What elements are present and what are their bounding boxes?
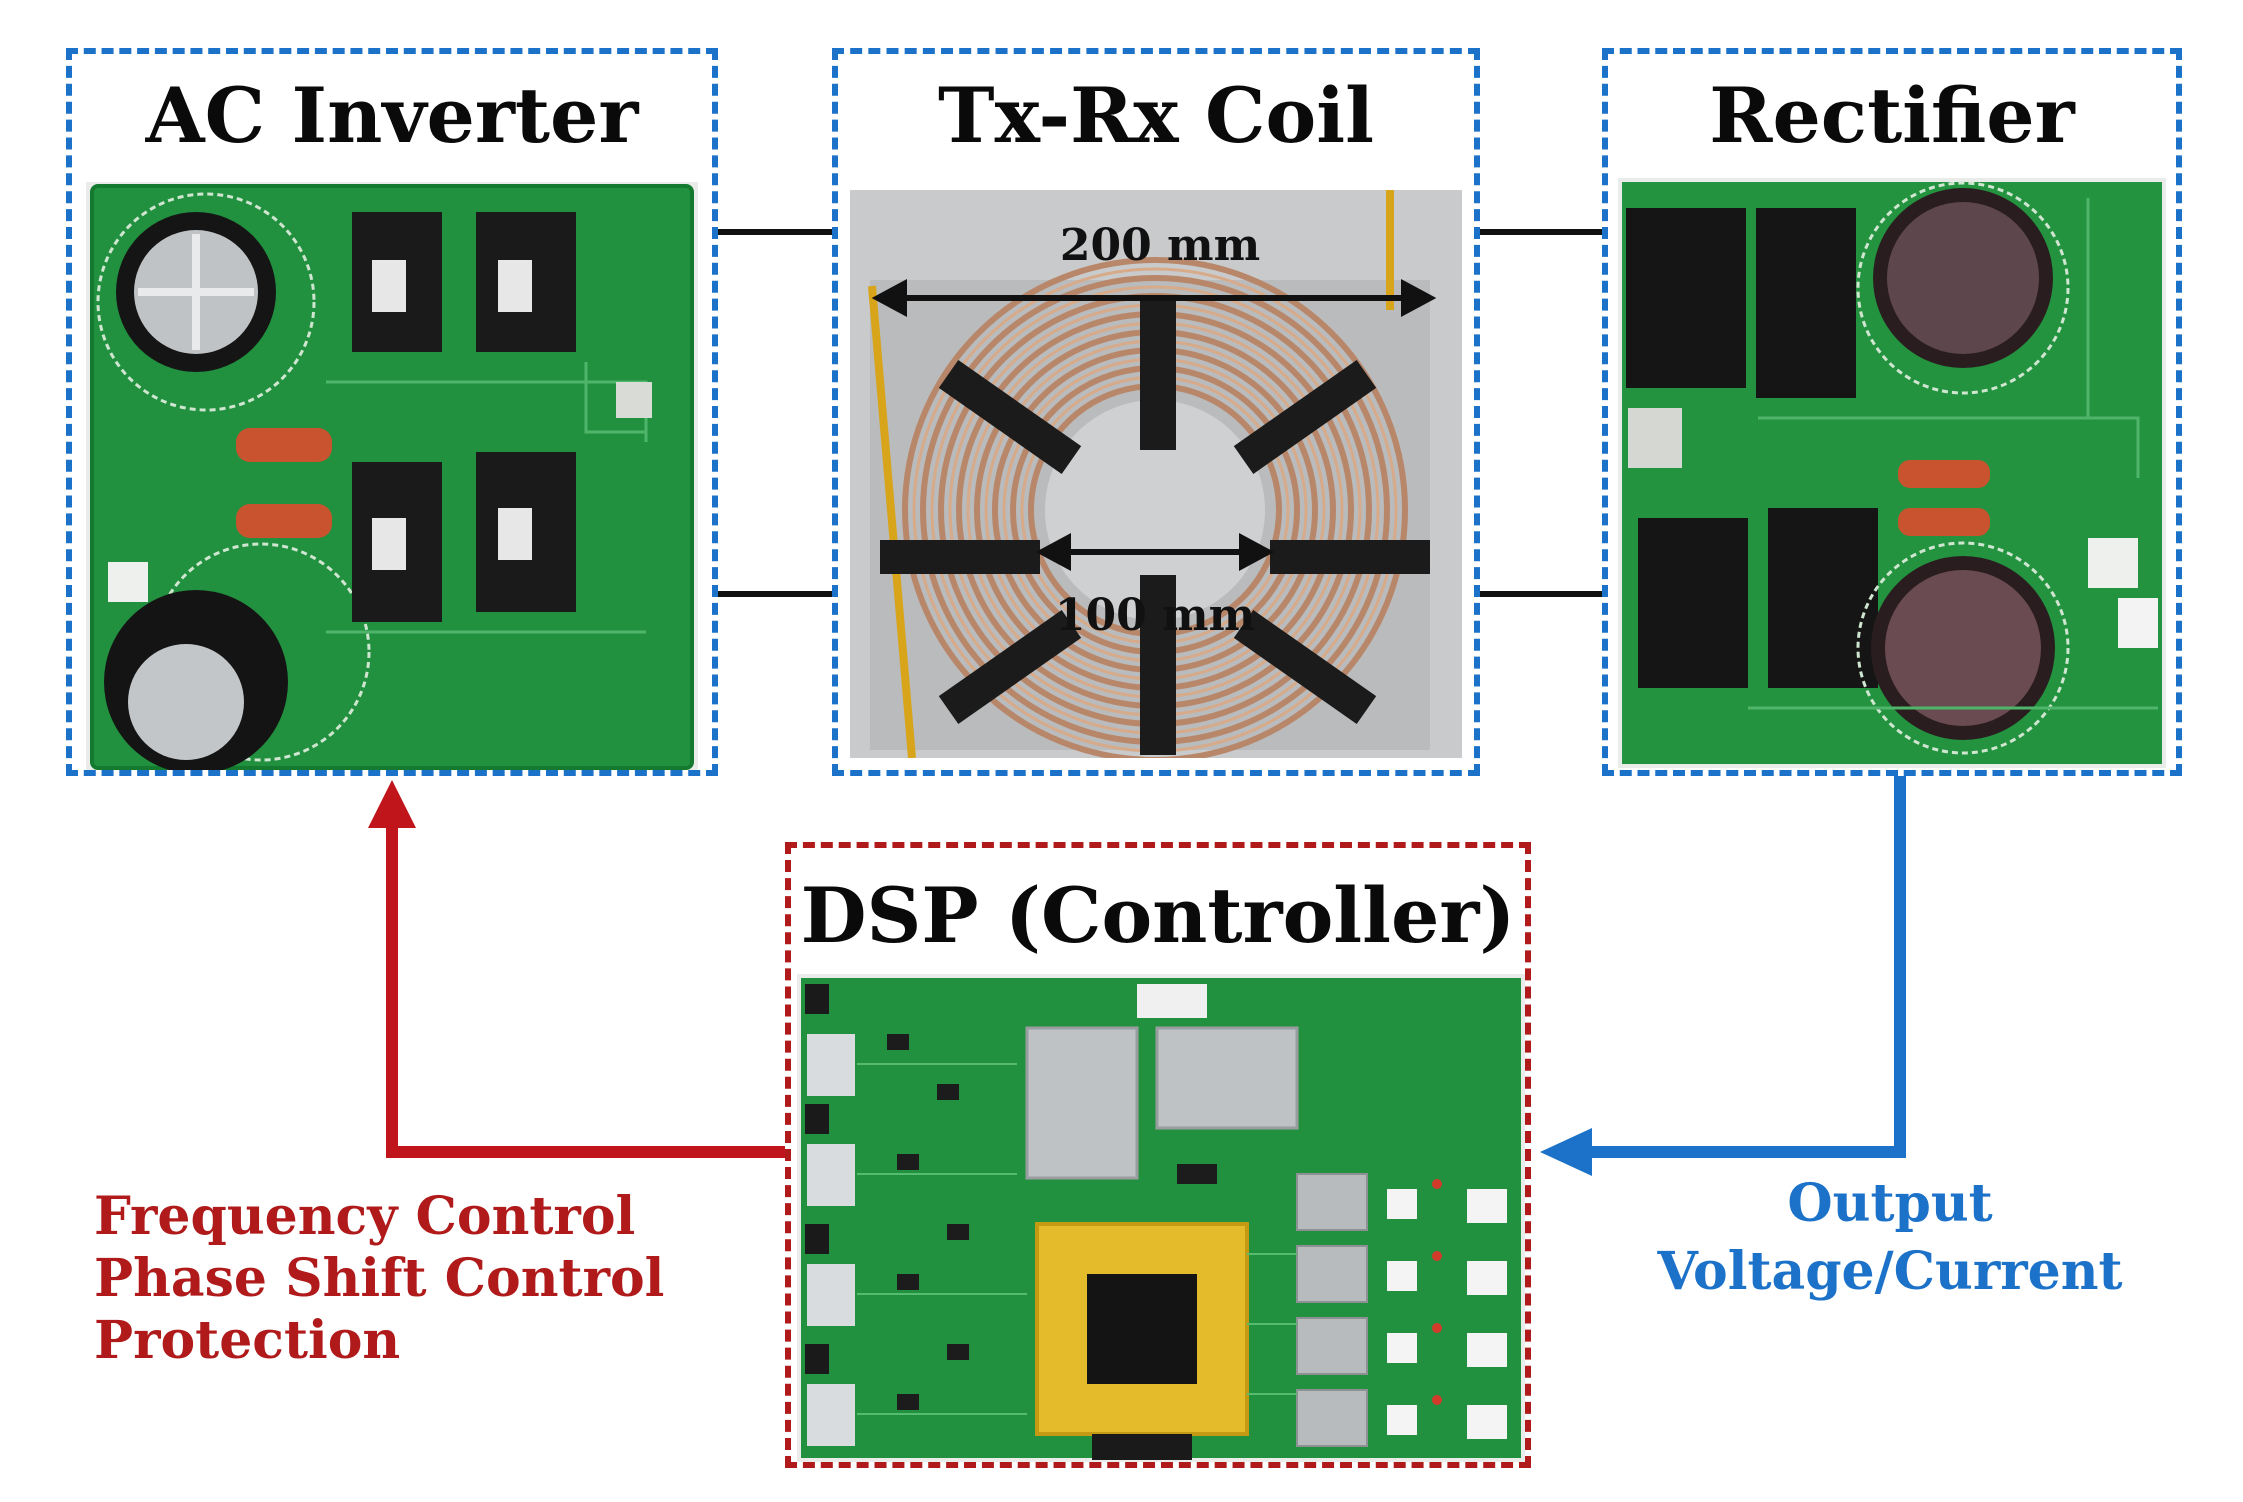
dsp-photo <box>797 974 1525 1462</box>
phase-shift-control-label: Phase Shift Control <box>94 1248 665 1309</box>
coil-photo: 200 mm 100 mm <box>850 190 1462 758</box>
feedback-arrow-line <box>1592 776 1906 1158</box>
ac-inverter-photo <box>86 182 698 770</box>
voltage-current-label: Voltage/Current <box>1657 1241 2123 1302</box>
dsp-controller-block: DSP (Controller) <box>785 842 1531 1468</box>
inner-diameter-label: 100 mm <box>1055 590 1255 641</box>
ac-inverter-block: AC Inverter <box>66 48 718 776</box>
frequency-control-label: Frequency Control <box>94 1186 636 1247</box>
outer-diameter-label: 200 mm <box>1060 220 1260 271</box>
rectifier-title: Rectifier <box>1709 71 2075 160</box>
control-arrow-head <box>368 780 416 828</box>
tx-rx-coil-block: Tx-Rx Coil <box>832 48 1480 776</box>
feedback-arrow-head <box>1540 1128 1592 1176</box>
ac-inverter-title: AC Inverter <box>145 71 639 160</box>
feedback-signal-label: Output Voltage/Current <box>1620 1170 2160 1306</box>
coil-title: Tx-Rx Coil <box>938 71 1374 160</box>
control-signals-label: Frequency Control Phase Shift Control Pr… <box>94 1186 694 1372</box>
protection-label: Protection <box>94 1310 401 1371</box>
output-label: Output <box>1787 1173 1993 1234</box>
dsp-title: DSP (Controller) <box>800 871 1516 960</box>
rectifier-photo <box>1618 178 2166 768</box>
rectifier-block: Rectifier <box>1602 48 2182 776</box>
control-arrow-line <box>386 825 785 1158</box>
